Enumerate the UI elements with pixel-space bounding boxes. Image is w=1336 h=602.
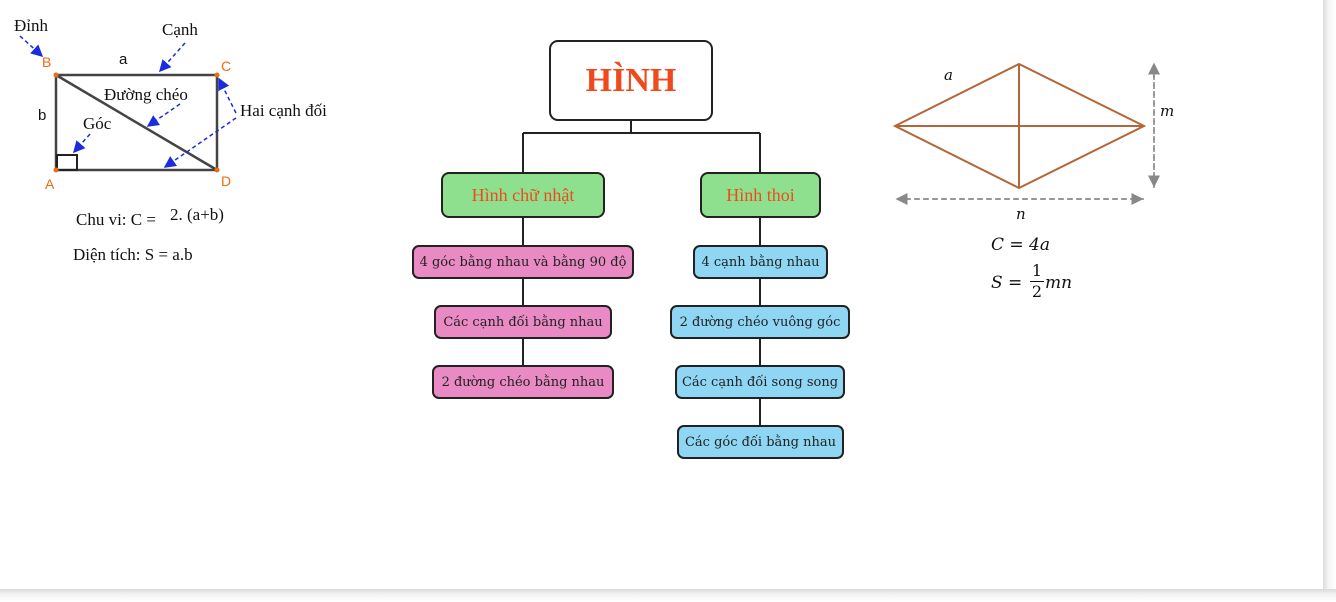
rhombus-diag-m-label: m [1160, 102, 1175, 120]
rhombus-property-1: 4 cạnh bằng nhau [693, 245, 828, 279]
area-fraction: 1 2 [1030, 262, 1044, 301]
rectangle-property-1: 4 góc bằng nhau và bằng 90 độ [412, 245, 634, 279]
vertex-d-dot [214, 167, 220, 173]
vertex-b-dot [53, 72, 59, 78]
arrow-opposite-bottom [163, 117, 237, 168]
rhombus-diag-n-label: n [1016, 205, 1026, 223]
rhombus-figure [892, 62, 1160, 205]
rhombus-property-2: 2 đường chéo vuông góc [670, 305, 850, 339]
side-label-a: a [119, 51, 128, 68]
area-fraction-denominator: 2 [1031, 282, 1043, 301]
perimeter-prefix: Chu vi: C = [76, 210, 156, 229]
side-label-b: b [38, 107, 47, 124]
area-formula-rhombus-prefix: S = [991, 273, 1023, 293]
vertex-label-d: D [221, 173, 232, 189]
arrow-diagonal [146, 103, 181, 127]
vertex-a-dot [53, 167, 59, 173]
rectangle-shape [54, 73, 219, 172]
arrow-vertex [19, 35, 44, 58]
callout-arrows [19, 35, 237, 168]
vertex-label-b: B [42, 54, 52, 70]
rectangle-property-3: 2 đường chéo bằng nhau [432, 365, 614, 399]
area-formula-rhombus-suffix: mn [1045, 273, 1073, 293]
right-angle-marker [56, 154, 78, 171]
callout-diagonal: Đường chéo [104, 85, 188, 104]
category-rhombus: Hình thoi [700, 172, 821, 218]
rhombus-side-label: a [944, 66, 953, 84]
root-node: HÌNH [549, 40, 713, 121]
frame-shadow-bottom [0, 589, 1336, 602]
rectangle-figure [53, 72, 220, 173]
callout-angle: Góc [83, 114, 112, 133]
vertex-label-a: A [45, 176, 55, 192]
area-formula-rectangle: Diện tích: S = a.b [73, 245, 193, 264]
rectangle-property-2: Các cạnh đối bằng nhau [434, 305, 612, 339]
callout-vertex: Đỉnh [14, 16, 48, 35]
arrow-opposite-top [218, 77, 237, 114]
area-fraction-numerator: 1 [1031, 261, 1043, 280]
callout-side: Cạnh [162, 20, 198, 39]
category-rectangle: Hình chữ nhật [441, 172, 605, 218]
vertex-c-dot [214, 72, 220, 78]
vertex-label-c: C [221, 58, 232, 74]
rhombus-property-4: Các góc đối bằng nhau [677, 425, 844, 459]
perimeter-expression: 2. (a+b) [170, 205, 224, 224]
arrow-side [159, 42, 186, 73]
tree-connectors [522, 121, 761, 425]
perimeter-formula-rhombus: C = 4a [991, 235, 1051, 255]
frame-shadow-right [1323, 0, 1336, 602]
callout-opposite-sides: Hai cạnh đối [240, 101, 327, 120]
rectangle-diagonal [55, 73, 218, 172]
fraction-bar [1030, 281, 1044, 282]
rhombus-property-3: Các cạnh đối song song [675, 365, 845, 399]
arrow-angle [73, 133, 91, 154]
